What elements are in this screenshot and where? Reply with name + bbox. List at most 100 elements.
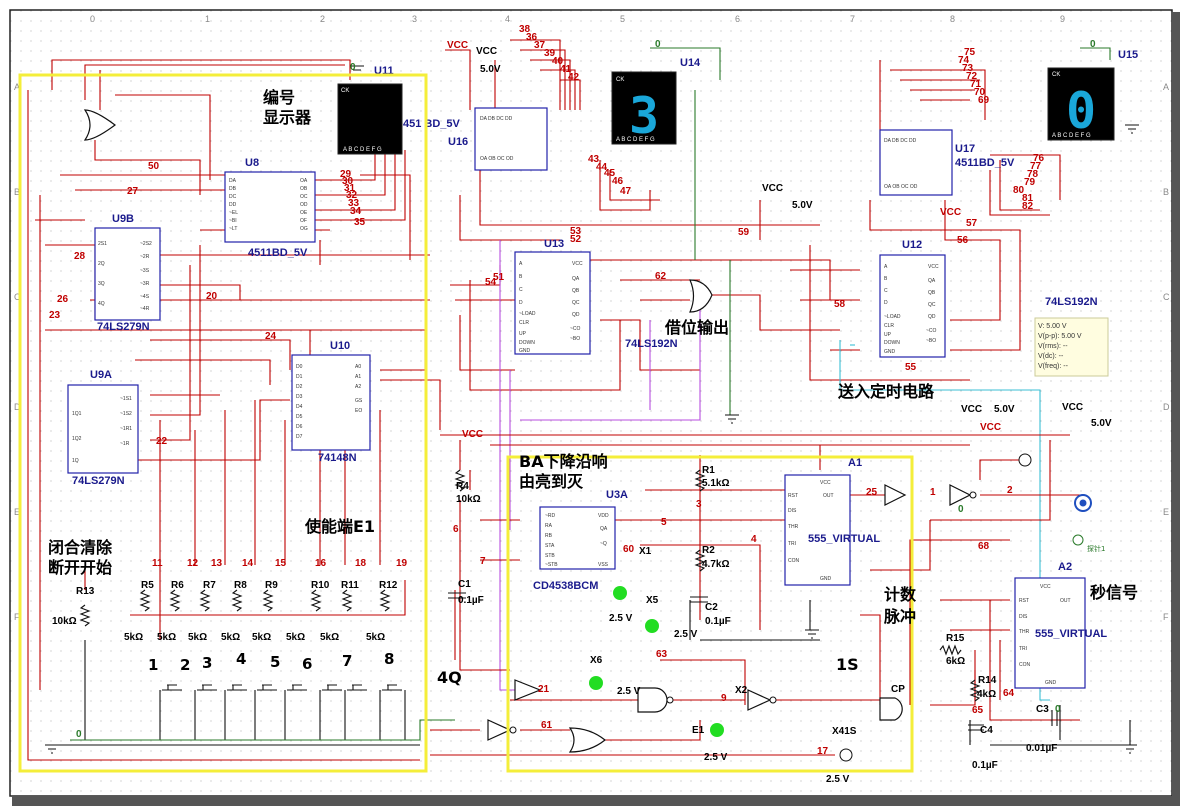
svg-text:5kΩ: 5kΩ — [157, 632, 176, 643]
svg-text:VCC: VCC — [447, 40, 468, 51]
svg-text:GND: GND — [820, 576, 832, 582]
svg-text:4: 4 — [751, 534, 757, 545]
svg-text:26: 26 — [57, 294, 69, 305]
svg-text:2Q: 2Q — [98, 261, 105, 267]
svg-text:18: 18 — [355, 558, 367, 569]
svg-text:74LS192N: 74LS192N — [1045, 296, 1098, 308]
svg-text:R10: R10 — [311, 580, 330, 591]
svg-text:5: 5 — [270, 653, 280, 671]
svg-text:VCC: VCC — [1062, 402, 1083, 413]
inverter-x2[interactable] — [747, 689, 777, 711]
and-gate-cp[interactable] — [879, 697, 903, 721]
note-borrow: 借位输出 — [664, 318, 729, 337]
svg-text:VCC: VCC — [928, 264, 939, 270]
resistor-r2[interactable] — [694, 549, 706, 572]
cap-c4[interactable] — [968, 724, 984, 731]
svg-text:C1: C1 — [458, 579, 471, 590]
svg-text:~CO: ~CO — [570, 326, 581, 332]
chip-u17[interactable]: U17 4511BD_5V DA DB DC DD OA OB OC OD — [879, 129, 1015, 196]
cap-c2[interactable] — [690, 596, 708, 603]
window-shadow-bottom — [12, 796, 1180, 806]
led-x1[interactable] — [613, 586, 627, 600]
probe-readout[interactable]: V: 5.00 V V(p-p): 5.00 V V(rms): -- V(dc… — [1034, 317, 1109, 377]
resistor-r13[interactable] — [79, 604, 91, 627]
svg-text:25: 25 — [866, 487, 878, 498]
svg-text:R13: R13 — [76, 586, 95, 597]
svg-text:37: 37 — [534, 40, 546, 51]
resistor-r1[interactable] — [694, 469, 706, 492]
resistor-row[interactable] — [139, 589, 391, 612]
svg-text:V(rms): --: V(rms): -- — [1038, 343, 1068, 350]
nand-gate[interactable] — [637, 687, 674, 713]
svg-text:RA: RA — [545, 523, 553, 529]
buffer-25[interactable] — [884, 484, 907, 506]
or-gate-e1[interactable] — [568, 727, 606, 753]
resistor-r14[interactable] — [969, 679, 981, 702]
svg-text:VCC: VCC — [961, 404, 982, 415]
svg-text:OA OB OC OD: OA OB OC OD — [480, 156, 514, 162]
svg-text:5kΩ: 5kΩ — [221, 632, 240, 643]
svg-text:TRI: TRI — [1019, 646, 1027, 652]
cap-c1[interactable] — [448, 592, 466, 599]
svg-text:RB: RB — [545, 533, 553, 539]
note-4q: 4Q — [437, 668, 462, 687]
led-x5[interactable] — [645, 619, 659, 633]
display-u11[interactable]: CK A B C D E F G U11 — [337, 65, 403, 155]
svg-text:RST: RST — [1019, 598, 1029, 604]
svg-text:4: 4 — [236, 650, 246, 668]
display-u15[interactable]: CK 0 A B C D E F G U15 — [1047, 49, 1138, 141]
svg-text:~STB: ~STB — [545, 562, 558, 568]
svg-text:68: 68 — [978, 541, 990, 552]
svg-text:38: 38 — [519, 24, 531, 35]
or-gate-borrow[interactable] — [689, 279, 713, 313]
svg-text:5kΩ: 5kΩ — [124, 632, 143, 643]
inverter-1[interactable] — [949, 484, 977, 506]
svg-text:2: 2 — [180, 656, 190, 674]
supply-labels: VCC VCC 5.0V VCC 5.0V VCC VCC 5.0V VCC V… — [447, 40, 1112, 785]
svg-text:1: 1 — [930, 487, 936, 498]
lamp-x41s[interactable] — [839, 748, 853, 762]
svg-text:2: 2 — [320, 14, 325, 24]
svg-text:0: 0 — [958, 504, 964, 515]
probe-marker[interactable]: 探针1 — [1072, 534, 1105, 553]
resistor-r4[interactable] — [454, 469, 466, 492]
svg-text:20: 20 — [206, 291, 218, 302]
or-gate-left[interactable] — [83, 109, 117, 141]
svg-text:DD: DD — [229, 202, 237, 208]
led-e1[interactable] — [710, 723, 724, 737]
svg-text:78: 78 — [1027, 169, 1039, 180]
svg-text:VDD: VDD — [598, 513, 609, 519]
svg-text:45: 45 — [604, 168, 616, 179]
cap-c3[interactable] — [1051, 710, 1058, 726]
svg-text:R8: R8 — [234, 580, 247, 591]
chip-u16[interactable]: U16 451 BD_5V DA DB DC DD OA OB OC OD — [403, 107, 548, 171]
svg-text:DB: DB — [229, 186, 237, 192]
buzzer-icon[interactable] — [1074, 494, 1092, 512]
svg-text:R15: R15 — [946, 633, 965, 644]
svg-text:A2: A2 — [355, 384, 361, 390]
resistor-r15[interactable] — [939, 644, 962, 656]
svg-text:52: 52 — [570, 234, 582, 245]
svg-text:39: 39 — [544, 48, 556, 59]
svg-text:OE: OE — [300, 210, 308, 216]
svg-text:探针1: 探针1 — [1087, 544, 1105, 553]
resistor-row-labels: R5 R6 R7 R8 R9 R10 R11 R12 5kΩ 5kΩ 5kΩ 5… — [124, 580, 398, 643]
svg-text:CLR: CLR — [519, 320, 529, 326]
buffer-21[interactable] — [514, 679, 542, 701]
inverter-61[interactable] — [487, 719, 517, 741]
led-x6[interactable] — [589, 676, 603, 690]
switch-row[interactable] — [162, 684, 402, 691]
probe-terminal[interactable] — [1018, 453, 1032, 467]
svg-text:11: 11 — [152, 558, 163, 569]
display-u14[interactable]: CK 3 A B C D E F G U14 — [611, 57, 701, 145]
